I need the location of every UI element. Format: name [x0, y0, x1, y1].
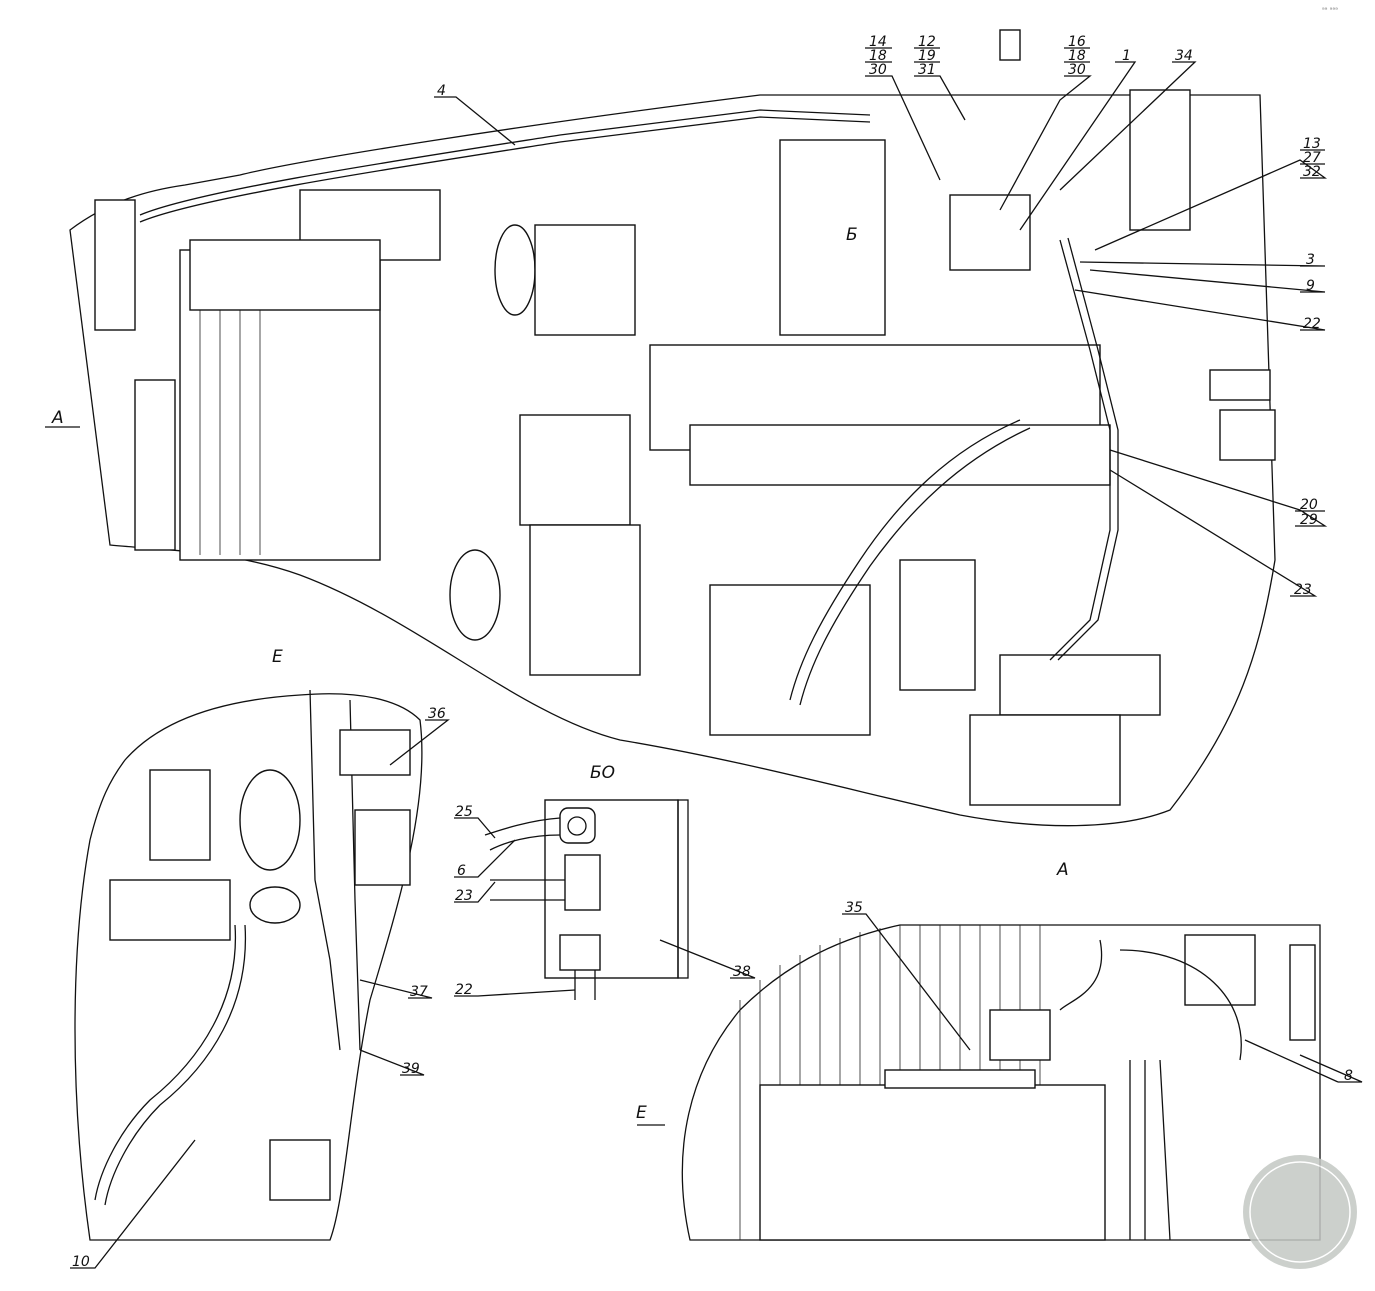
callout-13: 13 [1303, 136, 1321, 152]
callout-9: 9 [1306, 278, 1315, 294]
callout-14: 14 [869, 34, 887, 50]
callout-22-bo: 22 [455, 982, 473, 998]
view-a-title: А [1056, 860, 1069, 880]
callout-36: 36 [428, 706, 446, 722]
view-e [74, 689, 423, 1241]
callout-10: 10 [72, 1254, 90, 1270]
callout-27: 27 [1303, 150, 1321, 166]
view-bo-title: БО [590, 763, 615, 783]
callout-29: 29 [1300, 512, 1318, 528]
callout-4: 4 [437, 83, 446, 99]
callout-6: 6 [457, 863, 466, 879]
callout-32: 32 [1303, 164, 1321, 180]
callout-22: 22 [1303, 316, 1321, 332]
view-bo-leaders [454, 817, 756, 997]
callout-20: 20 [1300, 497, 1318, 513]
callout-18b: 18 [1068, 48, 1086, 64]
callout-23: 23 [1294, 582, 1312, 598]
corner-text: ᵃᵃ ᵃᵃᵃ [1322, 6, 1338, 14]
callout-30b: 30 [1068, 62, 1086, 78]
callout-30: 30 [869, 62, 887, 78]
callout-37: 37 [410, 984, 428, 1000]
callout-39: 39 [402, 1061, 420, 1077]
main-engine-view [69, 29, 1276, 827]
view-bo [484, 799, 689, 1000]
callout-18: 18 [869, 48, 887, 64]
callout-35: 35 [845, 900, 863, 916]
callout-25: 25 [455, 804, 473, 820]
view-a-leaders [637, 913, 1363, 1126]
callout-1: 1 [1122, 48, 1131, 64]
callout-31: 31 [918, 62, 936, 78]
callout-12: 12 [918, 34, 936, 50]
view-e-leaders [70, 719, 450, 1269]
watermark-logo [1243, 1155, 1357, 1269]
view-a [681, 924, 1321, 1241]
section-marker-a: А [51, 408, 64, 428]
view-e-title: Е [272, 647, 283, 667]
callout-8: 8 [1344, 1068, 1353, 1084]
callout-16: 16 [1068, 34, 1086, 50]
callout-23-bo: 23 [455, 888, 473, 904]
callout-19: 19 [918, 48, 936, 64]
main-leaders [45, 47, 1328, 597]
callout-3: 3 [1306, 252, 1315, 268]
callout-34: 34 [1175, 48, 1193, 64]
section-marker-e: Е [636, 1103, 647, 1123]
callout-38: 38 [733, 964, 751, 980]
view-b-marker: Б [846, 225, 858, 245]
